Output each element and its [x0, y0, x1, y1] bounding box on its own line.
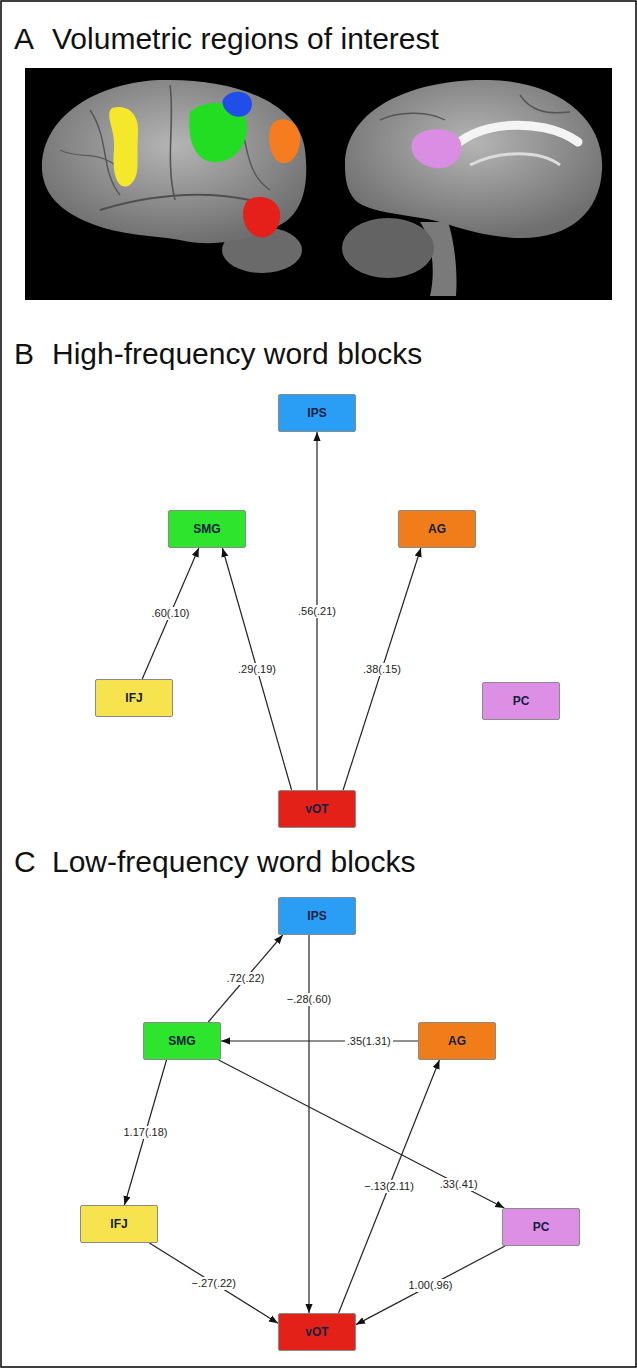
- region-name: IPS: [307, 406, 326, 420]
- sulcus: [520, 95, 570, 113]
- path-coefficient: −.27(.22): [190, 1277, 238, 1290]
- region-box: SMG: [168, 510, 246, 548]
- path-coefficient: .56(.21): [296, 605, 338, 618]
- sulcus: [60, 150, 115, 165]
- image-ground: [25, 68, 612, 300]
- cerebellum: [342, 218, 434, 278]
- region-name: IFJ: [110, 1217, 127, 1231]
- roi-orange: [269, 119, 300, 163]
- path-arrow: [356, 1246, 505, 1325]
- path-arrow: [219, 1060, 505, 1208]
- region-box: vOT: [278, 1313, 356, 1351]
- region-name: PC: [533, 1220, 550, 1234]
- roi-red: [243, 197, 280, 238]
- panel-letter: C: [14, 845, 36, 879]
- region-box: PC: [482, 682, 560, 720]
- panel-heading: Volumetric regions of interest: [52, 22, 439, 56]
- fornix: [470, 154, 560, 165]
- region-box: AG: [418, 1022, 496, 1060]
- region-box: IPS: [278, 394, 356, 432]
- path-coefficient: .38(.15): [361, 663, 403, 676]
- panel-letter: A: [14, 22, 34, 56]
- path-arrow: [308, 935, 309, 1313]
- region-box: PC: [502, 1208, 580, 1246]
- region-name: IFJ: [125, 691, 142, 705]
- roi-blue: [223, 92, 252, 117]
- path-coefficient: .29(.19): [236, 663, 278, 676]
- path-arrow: [142, 548, 199, 679]
- path-arrow: [343, 548, 421, 790]
- region-box: SMG: [143, 1022, 221, 1060]
- path-coefficient: .35(1.31): [345, 1035, 393, 1048]
- path-coefficient: −.28(.60): [285, 993, 333, 1006]
- path-coefficient: 1.17(.18): [121, 1126, 169, 1139]
- path-coefficient: −.13(2.11): [362, 1180, 416, 1193]
- panel-heading: Low-frequency word blocks: [52, 845, 416, 879]
- path-coefficient: .72(.22): [225, 972, 267, 985]
- lateral-brain: [42, 80, 306, 243]
- roi-yellow: [109, 107, 138, 187]
- region-name: AG: [448, 1034, 466, 1048]
- region-box: IFJ: [80, 1205, 158, 1243]
- panel-heading: High-frequency word blocks: [52, 337, 422, 371]
- region-box: vOT: [278, 790, 356, 828]
- region-name: IPS: [307, 909, 326, 923]
- corpus-callosum: [450, 125, 578, 152]
- path-arrow: [339, 1060, 440, 1313]
- region-box: IFJ: [95, 679, 173, 717]
- region-name: PC: [513, 694, 530, 708]
- path-coefficient: .60(.10): [150, 607, 192, 620]
- path-coefficient: .33(.41): [438, 1178, 480, 1191]
- medial-brain: [345, 80, 602, 238]
- region-box: IPS: [278, 897, 356, 935]
- sulcus: [170, 85, 175, 200]
- region-name: AG: [428, 522, 446, 536]
- path-coefficient: 1.00(.96): [406, 1279, 454, 1292]
- sulcus: [380, 113, 445, 120]
- region-name: SMG: [193, 522, 220, 536]
- roi-violet: [411, 129, 461, 168]
- region-box: AG: [398, 510, 476, 548]
- panel-letter: B: [14, 337, 34, 371]
- region-name: vOT: [305, 1325, 328, 1339]
- path-arrow: [222, 548, 291, 790]
- region-name: SMG: [168, 1034, 195, 1048]
- path-arrow: [208, 935, 282, 1022]
- region-name: vOT: [305, 802, 328, 816]
- path-arrow: [149, 1243, 278, 1323]
